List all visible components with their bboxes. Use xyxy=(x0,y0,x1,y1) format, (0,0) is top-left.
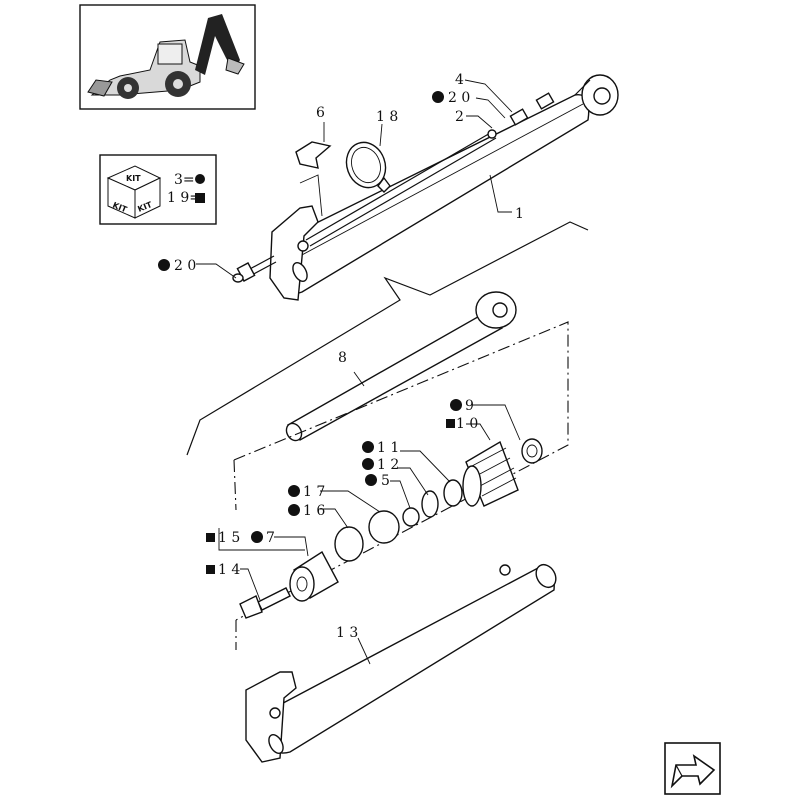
ring-part-5[interactable] xyxy=(402,507,420,527)
kit-legend: KIT KIT KIT 3= 1 9= xyxy=(99,154,217,225)
dot-symbol xyxy=(288,485,300,497)
dot-symbol xyxy=(432,91,444,103)
callout-18: 1 8 xyxy=(376,109,398,125)
dot-symbol xyxy=(365,474,377,486)
callouts-exploded: 9 1 0 1 1 1 2 5 1 7 1 6 1 5 7 1 4 xyxy=(206,398,521,601)
callout-12: 1 2 xyxy=(377,457,399,473)
bolt-part-14[interactable] xyxy=(239,587,291,619)
callouts-upper: 4 2 0 2 1 6 1 8 2 0 xyxy=(158,72,524,279)
ring-part-16[interactable] xyxy=(334,526,364,562)
square-symbol xyxy=(446,419,455,428)
exploded-frame xyxy=(233,321,569,650)
clamp-part-18[interactable] xyxy=(340,137,391,193)
kit-label-top: KIT xyxy=(126,174,141,183)
callout-17: 1 7 xyxy=(303,484,325,500)
kit-row-2-label: 1 9= xyxy=(167,190,201,206)
dot-symbol xyxy=(195,174,205,184)
callout-10: 1 0 xyxy=(456,416,478,432)
callout-7: 7 xyxy=(266,530,275,546)
next-page-button[interactable] xyxy=(664,742,721,795)
cylinder-assembly-part-1[interactable] xyxy=(236,74,619,301)
callout-14: 1 4 xyxy=(218,562,240,578)
bracket-part-6[interactable] xyxy=(295,141,332,169)
callout-15: 1 5 xyxy=(218,530,240,546)
cylinder-barrel-part-13[interactable] xyxy=(245,561,560,763)
callout-4: 4 xyxy=(455,72,464,88)
kit-box-icon: KIT KIT KIT xyxy=(106,165,162,219)
dot-symbol xyxy=(158,259,170,271)
dot-symbol xyxy=(362,458,374,470)
callout-9: 9 xyxy=(465,398,474,414)
ring-part-11[interactable] xyxy=(443,479,463,507)
break-line xyxy=(186,221,589,456)
dot-symbol xyxy=(450,399,462,411)
square-symbol xyxy=(195,193,205,203)
callout-16: 1 6 xyxy=(303,503,325,519)
backhoe-loader-icon xyxy=(87,14,245,99)
ring-part-12[interactable] xyxy=(421,490,439,518)
dot-symbol xyxy=(362,441,374,453)
callout-6: 6 xyxy=(316,105,325,121)
arrow-icon xyxy=(670,754,716,789)
callout-13: 1 3 xyxy=(336,625,358,641)
callout-5: 5 xyxy=(381,473,390,489)
callout-2: 2 xyxy=(455,109,464,125)
square-symbol xyxy=(206,565,215,574)
dot-symbol xyxy=(251,531,263,543)
piston-rod-part-8[interactable] xyxy=(283,291,517,443)
dot-symbol xyxy=(288,504,300,516)
piston-part-7[interactable] xyxy=(289,551,339,602)
square-symbol xyxy=(206,533,215,542)
callout-11: 1 1 xyxy=(377,440,399,456)
callout-8: 8 xyxy=(338,350,347,366)
ring-part-17[interactable] xyxy=(368,510,400,544)
machine-thumbnail[interactable] xyxy=(79,4,256,110)
callout-1: 1 xyxy=(515,206,524,222)
callout-20-upper: 2 0 xyxy=(448,90,470,106)
seal-part-9[interactable] xyxy=(521,438,543,464)
gland-part-10[interactable] xyxy=(462,440,519,507)
callout-20-lower: 2 0 xyxy=(174,258,196,274)
o-ring-part-20[interactable] xyxy=(232,273,244,283)
kit-row-1-label: 3= xyxy=(174,172,195,188)
